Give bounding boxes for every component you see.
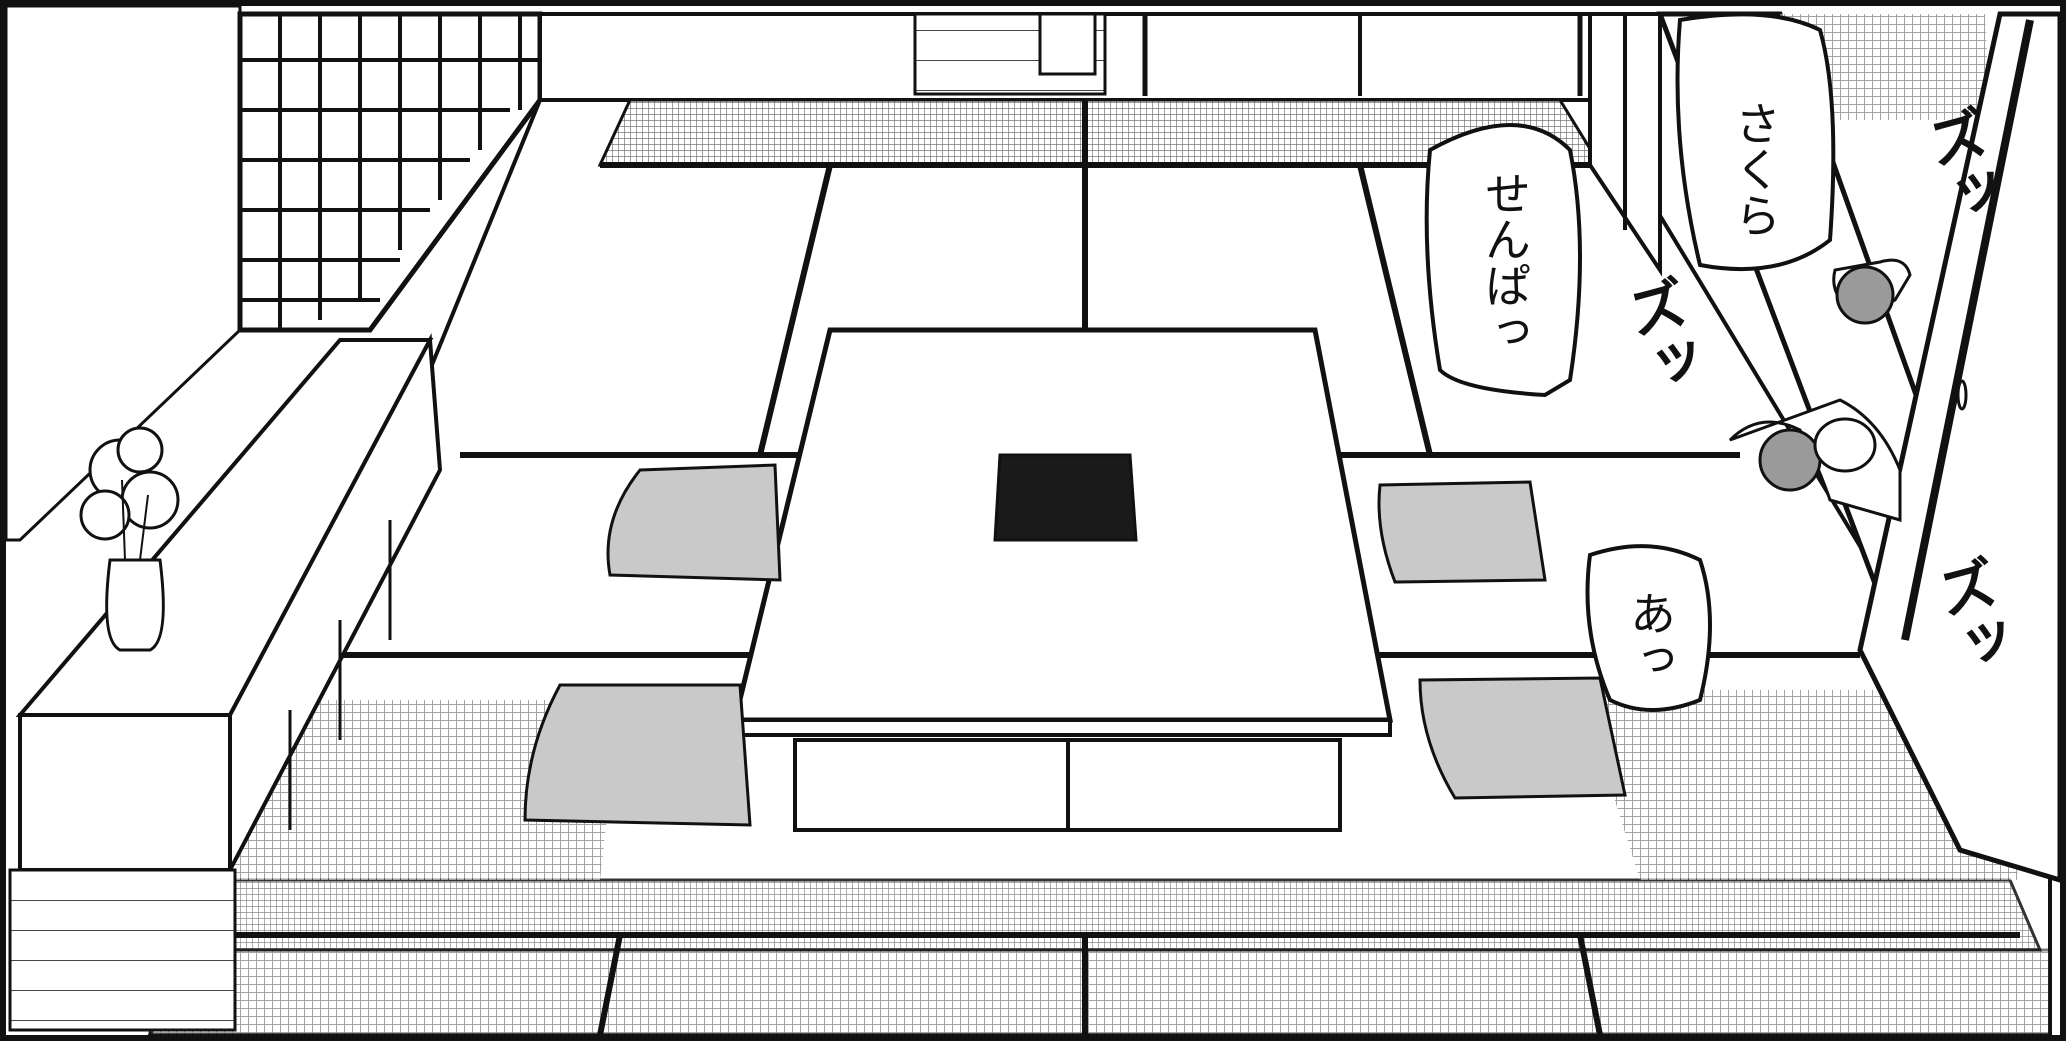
speech-bubble-sakura: さくら	[1675, 12, 1836, 272]
bubble-text-a: あっ	[1623, 590, 1677, 682]
floor-cushions	[523, 463, 1627, 827]
room-walls	[4, 4, 1592, 542]
plant-vase	[79, 426, 180, 652]
speech-bubble-a: あっ	[1585, 544, 1712, 712]
shoji-screen-left	[237, 11, 543, 333]
cushion-front-right	[1418, 676, 1627, 800]
character-head-bottom	[1758, 428, 1822, 492]
cushion-back-left	[606, 463, 782, 582]
bubble-text-sakura: さくら	[1728, 100, 1782, 238]
character-head-top	[1835, 265, 1895, 325]
table-tray	[993, 453, 1138, 542]
cushion-front-left	[523, 683, 752, 827]
speech-bubble-senpai: せんぱっ	[1424, 123, 1582, 398]
kotatsu-table	[731, 327, 1394, 832]
bubble-text-senpai: せんぱっ	[1478, 170, 1532, 354]
cushion-back-right	[1377, 480, 1547, 584]
peeking-characters	[1728, 258, 1912, 522]
